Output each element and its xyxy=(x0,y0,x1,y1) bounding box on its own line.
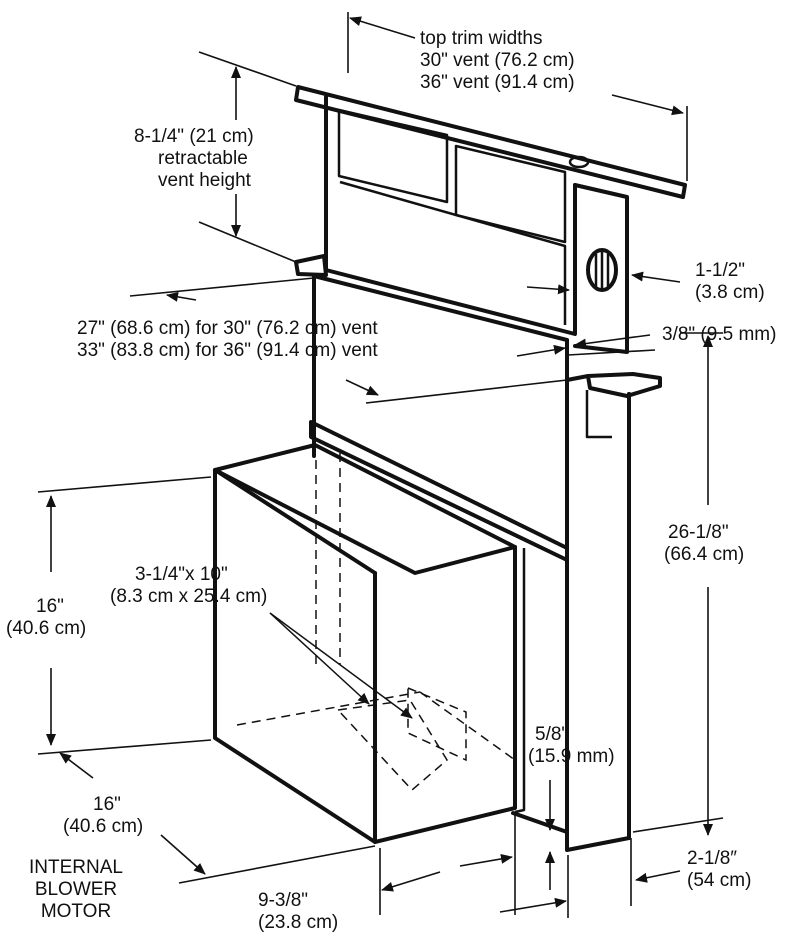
blower-name-label-3: MOTOR xyxy=(41,901,111,922)
top-trim xyxy=(294,85,687,199)
vent-unit xyxy=(213,85,687,852)
vent-recess xyxy=(339,180,567,325)
top-trim-label-1: top trim widths xyxy=(420,28,542,49)
grille-right xyxy=(454,144,567,244)
right-flange xyxy=(586,372,662,398)
top-trim-label-3: 36" vent (91.4 cm) xyxy=(420,72,575,93)
blower-depth-label-1: 16" xyxy=(93,794,121,815)
blower-width-label-2: (23.8 cm) xyxy=(258,912,338,933)
left-flange xyxy=(294,254,328,277)
knob-offset-label-1: 1-1/2" xyxy=(695,260,745,281)
opening-label-1: 3-1/4"x 10" xyxy=(135,564,228,585)
width-label-2: 33" (83.8 cm) for 36" (91.4 cm) vent xyxy=(77,340,378,361)
total-height-label-2: (66.4 cm) xyxy=(664,544,744,565)
blower-height-label-1: 16" xyxy=(36,596,64,617)
vent-face xyxy=(324,95,577,336)
body-depth-label-2: (54 cm) xyxy=(687,870,751,891)
control-knob-hole xyxy=(568,155,590,169)
width-label-1: 27" (68.6 cm) for 30" (76.2 cm) vent xyxy=(77,318,378,339)
total-height-label-1: 26-1/8" xyxy=(668,522,729,543)
mounting-rail xyxy=(309,420,569,562)
opening-label-2: (8.3 cm x 25.4 cm) xyxy=(110,586,267,607)
blower-name-label-2: BLOWER xyxy=(35,879,117,900)
bottom-gap-label-1: 5/8" xyxy=(535,724,568,745)
vent-side xyxy=(573,183,629,354)
blower-height-label-2: (40.6 cm) xyxy=(6,618,86,639)
bottom-gap-label-2: (15.9 mm) xyxy=(528,746,615,767)
dimension-lines xyxy=(37,12,724,918)
body-depth-label-1: 2-1/8″ xyxy=(687,848,737,869)
vent-height-label-3: vent height xyxy=(158,170,252,191)
blower-width-label-1: 9-3/8" xyxy=(258,890,308,911)
knob-offset-label-2: (3.8 cm) xyxy=(695,282,765,303)
dimension-labels: top trim widths 30" vent (76.2 cm) 36" v… xyxy=(6,28,776,933)
blower-name-label-1: INTERNAL xyxy=(29,857,123,878)
vent-height-label-1: 8-1/4" (21 cm) xyxy=(134,126,254,147)
vent-height-label-2: retractable xyxy=(158,148,248,169)
flange-label: 3/8" (9.5 mm) xyxy=(662,324,776,345)
top-trim-label-2: 30" vent (76.2 cm) xyxy=(420,50,575,71)
grille-left xyxy=(337,108,449,204)
blower-depth-label-2: (40.6 cm) xyxy=(63,816,143,837)
